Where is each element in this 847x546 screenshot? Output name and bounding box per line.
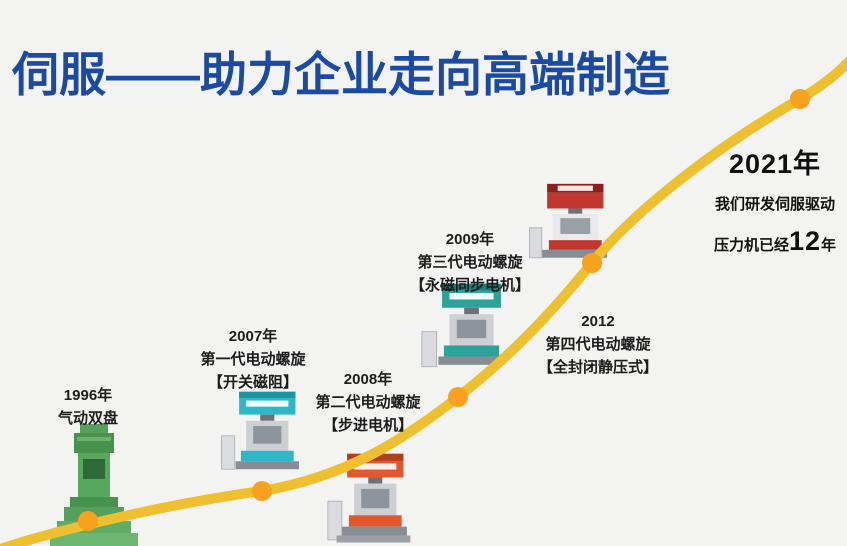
milestone-2012-year: 2012 [581, 313, 615, 330]
endpoint-line2-suffix: 年 [821, 237, 837, 254]
milestone-2009-desc2: 【永磁同步电机】 [409, 277, 531, 294]
milestone-2012: 2012 第四代电动螺旋 【全封闭静压式】 [538, 310, 658, 379]
milestone-dot-2007 [252, 481, 272, 501]
milestone-2007-desc: 第一代电动螺旋 [200, 351, 306, 368]
endpoint-2021: 2021年 我们研发伺服驱动 压力机已经12年 [703, 142, 847, 257]
endpoint-line2-prefix: 压力机已经 [713, 237, 789, 254]
milestone-2009-year: 2009年 [445, 231, 495, 248]
endpoint-line1: 我们研发伺服驱动 [714, 196, 835, 213]
milestone-1996-desc: 气动双盘 [57, 410, 119, 427]
press-machine-1996-illustration [50, 424, 138, 546]
milestone-2012-desc: 第四代电动螺旋 [545, 336, 651, 353]
milestone-1996-year: 1996年 [63, 387, 113, 404]
endpoint-years-count: 12 [788, 226, 822, 256]
milestone-dot-2008 [448, 387, 468, 407]
milestone-2008-year: 2008年 [343, 371, 393, 388]
endpoint-line2: 压力机已经12年 [703, 226, 847, 257]
milestone-2009: 2009年 第三代电动螺旋 【永磁同步电机】 [410, 228, 530, 297]
press-machine-2012-illustration [529, 183, 607, 259]
press-machine-2007-illustration [221, 391, 299, 470]
press-machine-2008-illustration [327, 453, 411, 543]
milestone-2007: 2007年 第一代电动螺旋 【开关磁阻】 [200, 325, 305, 394]
milestone-dot-2021 [790, 89, 810, 109]
milestone-2008: 2008年 第二代电动螺旋 【步进电机】 [315, 368, 420, 437]
milestone-2009-desc: 第三代电动螺旋 [417, 254, 523, 271]
endpoint-year: 2021年 [728, 149, 822, 179]
milestone-1996: 1996年 气动双盘 [58, 384, 118, 430]
page-title: 伺服——助力企业走向高端制造 [12, 48, 670, 101]
milestone-2007-desc2: 【开关磁阻】 [207, 374, 299, 391]
milestone-2008-desc2: 【步进电机】 [322, 417, 414, 434]
milestone-2008-desc: 第二代电动螺旋 [315, 394, 421, 411]
milestone-2007-year: 2007年 [228, 328, 278, 345]
milestone-2012-desc2: 【全封闭静压式】 [537, 359, 659, 376]
